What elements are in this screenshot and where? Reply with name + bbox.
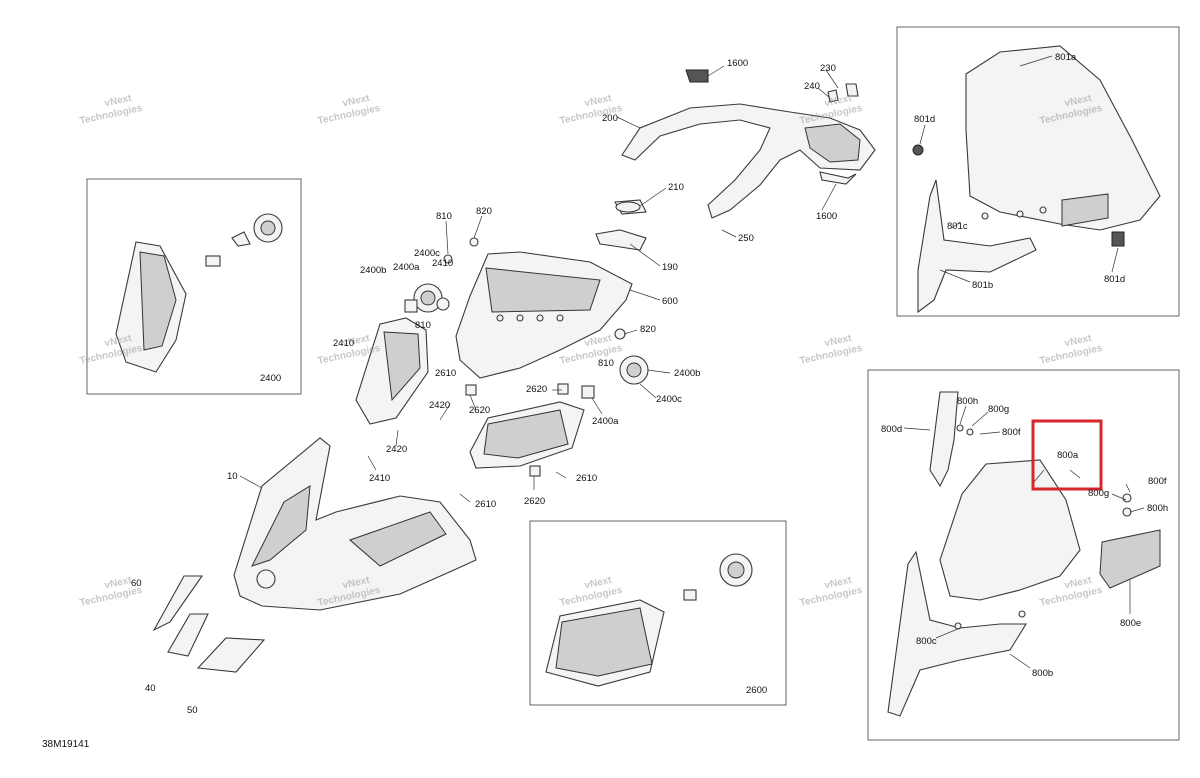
part-810-grommet-b: [436, 297, 450, 311]
callout-800c: 800c: [916, 636, 937, 647]
callout-810: 810: [436, 211, 452, 222]
callout-190: 190: [662, 262, 678, 273]
part-2400c-reflector-right: [619, 355, 649, 385]
detail-box-801: [896, 26, 1180, 317]
detail-box-2600: [529, 520, 787, 706]
callout-2410-bottom: 2410: [369, 473, 390, 484]
callout-800h: 800h: [957, 396, 978, 407]
highlight-800a: [1031, 419, 1103, 491]
part-2620-clip: [465, 384, 477, 396]
callout-2400c-right: 2400c: [656, 394, 682, 405]
callout-2610-c: 2610: [475, 499, 496, 510]
part-820-grommet: [469, 237, 479, 247]
callout-600: 600: [662, 296, 678, 307]
callout-1600-b: 1600: [816, 211, 837, 222]
callout-210: 210: [668, 182, 684, 193]
callout-2620: 2620: [526, 384, 547, 395]
part-2620-clip-c: [529, 465, 541, 477]
callout-250: 250: [738, 233, 754, 244]
callout-2620-b: 2620: [469, 405, 490, 416]
part-190-bracket: [595, 229, 647, 251]
callout-1600: 1600: [727, 58, 748, 69]
callout-2400b: 2400b: [360, 265, 386, 276]
callout-810-c: 810: [598, 358, 614, 369]
part-2600-headlight-lens: [469, 401, 585, 469]
callout-801c: 801c: [947, 221, 968, 232]
callout-800e: 800e: [1120, 618, 1141, 629]
callout-50: 50: [187, 705, 198, 716]
leader-lines: [239, 55, 1145, 669]
part-820-grommet-b: [614, 328, 626, 340]
detail-801-windshield: [912, 45, 1161, 314]
part-810-grommet: [443, 254, 453, 264]
callout-800f-b: 800f: [1148, 476, 1167, 487]
part-50-vent: [196, 637, 266, 673]
callout-800g-b: 800g: [1088, 488, 1109, 499]
part-10-hood: [233, 437, 477, 611]
detail-2400-assembly: [115, 213, 283, 373]
callout-40: 40: [145, 683, 156, 694]
part-2400a-bulb: [404, 299, 418, 313]
part-2620-clip-b: [557, 383, 569, 395]
callout-200: 200: [602, 113, 618, 124]
callout-2420: 2420: [429, 400, 450, 411]
callout-2610: 2610: [435, 368, 456, 379]
callout-2410: 2410: [432, 258, 453, 269]
callout-800a: 800a: [1057, 450, 1079, 461]
detail-800-windshield: [887, 391, 1161, 717]
callout-60: 60: [131, 578, 142, 589]
part-40-vent: [167, 613, 209, 657]
callout-801b: 801b: [972, 280, 993, 291]
part-2410-headlight-small: [355, 317, 429, 425]
callout-10: 10: [227, 471, 238, 482]
part-60-vent: [152, 575, 204, 632]
callout-2400c: 2400c: [414, 248, 440, 259]
part-200-upper-frame: [595, 69, 876, 251]
callout-820-b: 820: [640, 324, 656, 335]
part-2400a-bulb-right: [581, 385, 595, 399]
callout-2400-box: 2400: [260, 373, 281, 384]
part-210-ring: [615, 201, 641, 213]
detail-box-800: [867, 369, 1180, 741]
callout-240: 240: [804, 81, 820, 92]
detail-2600-assembly: [545, 553, 753, 687]
callout-800b: 800b: [1032, 668, 1053, 679]
detail-box-2400: [86, 178, 302, 395]
callout-800g: 800g: [988, 404, 1009, 415]
callout-2420-b: 2420: [386, 444, 407, 455]
callout-810-b: 810: [415, 320, 431, 331]
callout-820: 820: [476, 206, 492, 217]
figure-id: 38M19141: [42, 739, 90, 750]
callout-2410-left: 2410: [333, 338, 354, 349]
part-600-headlight-frame: [455, 251, 633, 379]
callout-800h-b: 800h: [1147, 503, 1168, 514]
callout-801d-b: 801d: [1104, 274, 1125, 285]
callout-800f: 800f: [1002, 427, 1021, 438]
callout-2400b-right: 2400b: [674, 368, 700, 379]
callout-2400a: 2400a: [393, 262, 420, 273]
callout-800d: 800d: [881, 424, 902, 435]
callout-2620-c: 2620: [524, 496, 545, 507]
part-2400c-reflector: [413, 283, 443, 313]
callout-801d: 801d: [914, 114, 935, 125]
callout-2600-box: 2600: [746, 685, 767, 696]
callout-2400a-right: 2400a: [592, 416, 619, 427]
callout-230: 230: [820, 63, 836, 74]
callout-2610-b: 2610: [576, 473, 597, 484]
callout-801a: 801a: [1055, 52, 1077, 63]
